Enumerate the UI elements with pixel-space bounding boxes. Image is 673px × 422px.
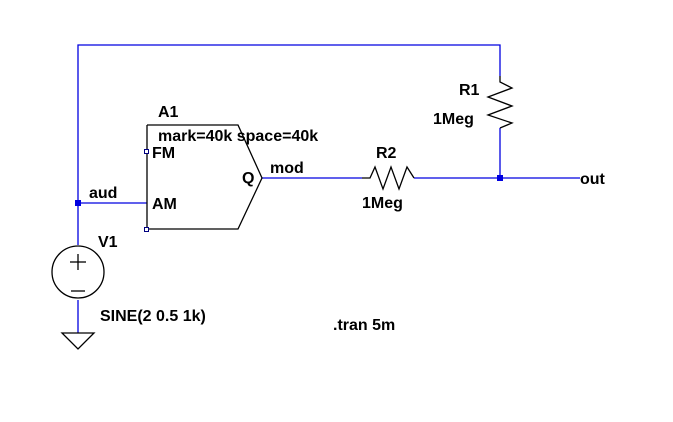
voltage-source-v1[interactable]: V1 SINE(2 0.5 1k) (51, 234, 206, 325)
voltage-source-value: SINE(2 0.5 1k) (100, 308, 206, 325)
junction-aud (75, 200, 81, 206)
ground-icon[interactable] (60, 332, 96, 350)
modulator-params: mark=40k space=40k (158, 128, 318, 145)
resistor-r2-zigzag (362, 165, 415, 191)
modulator-body (146, 124, 263, 230)
resistor-r1[interactable]: R1 1Meg (433, 76, 514, 129)
net-label-out[interactable]: out (580, 171, 606, 188)
net-label-mod[interactable]: mod (270, 160, 304, 177)
pin-am-label: AM (152, 196, 177, 213)
resistor-r1-value: 1Meg (433, 111, 474, 128)
spice-directive[interactable]: .tran 5m (333, 317, 395, 334)
modulator-ref: A1 (158, 104, 179, 121)
pin-fm-label: FM (152, 145, 175, 162)
net-label-aud[interactable]: aud (89, 185, 117, 202)
wires (77, 44, 580, 333)
pin-fm[interactable] (144, 149, 149, 154)
voltage-source-ref: V1 (98, 234, 118, 251)
resistor-r2[interactable]: R2 1Meg (362, 145, 415, 212)
junction-out (497, 175, 503, 181)
resistor-r1-zigzag (486, 76, 514, 129)
resistor-r2-value: 1Meg (362, 195, 403, 212)
pin-q-label: Q (242, 170, 254, 187)
resistor-r2-ref: R2 (376, 145, 397, 162)
pin-am-bottom[interactable] (144, 227, 149, 232)
voltage-source-circle (51, 245, 105, 299)
modulator-a1[interactable]: A1 mark=40k space=40k FM AM Q (144, 104, 319, 232)
wire-top-loop[interactable] (77, 44, 501, 203)
resistor-r1-ref: R1 (459, 82, 480, 99)
